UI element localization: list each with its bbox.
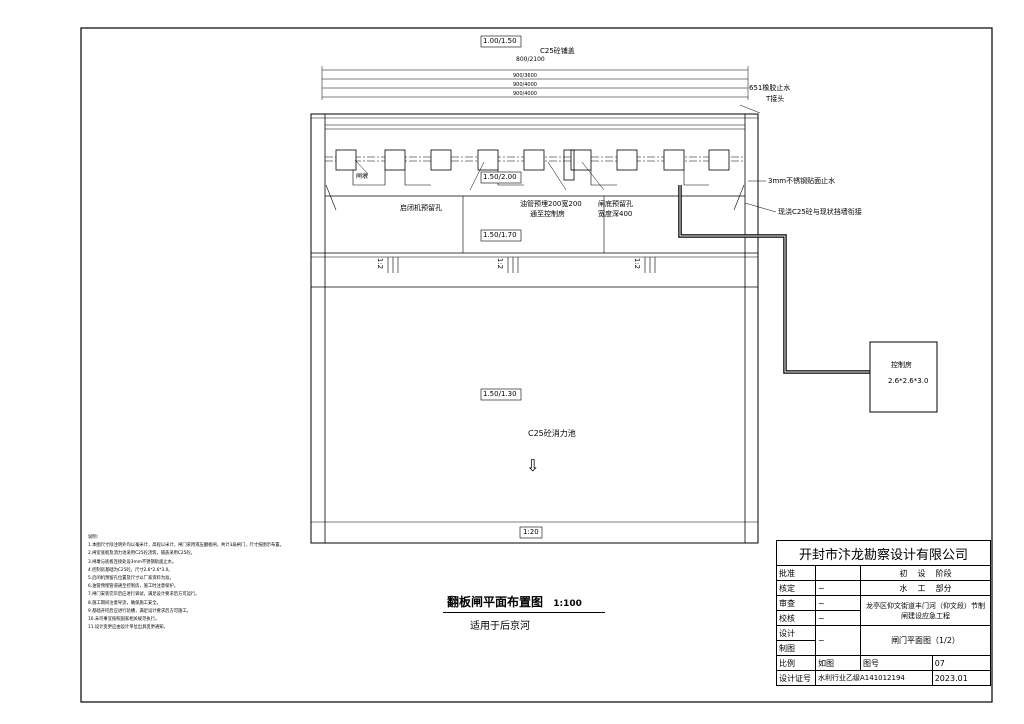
structure-outline [310,113,759,544]
note-line: 9.基础开挖后应进行验槽，满足设计要求后方可施工。 [88,608,191,614]
label-control-room-size: 2.6*2.6*3.0 [888,377,929,385]
dim-row2: 900/3600 [513,73,537,79]
note-line: 6.油管预埋管道通至控制房，施工时注意保护。 [88,584,179,590]
label-pier: 闸墩 [356,173,369,180]
label-control-room: 控制房 [891,361,912,369]
tb-draw: 制图 [776,640,816,656]
label-existing-wall: 现浇C25砼与现状挡墙衔接 [778,208,862,216]
tb-approve: 批准 [776,565,816,581]
label-stilling-basin: C25砼消力池 [528,429,576,438]
tb-fig-label: 图号 [860,655,933,671]
title-underline [443,612,605,613]
label-hoist-hole: 启闭机预留孔 [400,204,442,212]
scale-top: 1.00/1.50 [483,37,517,45]
gate-piers [335,149,730,181]
drawing-subtitle: 适用于后京河 [470,621,530,632]
tb-ratio-value: 如图 [815,655,861,671]
label-cover: C25砼铺盖 [540,47,575,55]
tb-cert: 水利行业乙级A141012194 [815,670,933,686]
tb-cert-label: 设计证号 [776,670,816,686]
tb-project: 龙亭区仰文街道丰门河（仰文段）节制闸建设应急工程 [860,595,991,626]
tb-design: 设计 [776,625,816,641]
label-embedded-pipe: 油管预埋200宽200 [520,200,582,208]
scale-gate-lower: 1.50/1.70 [483,231,517,239]
tb-part-3: 部分 [935,583,952,593]
note-line: 说明: [88,535,99,540]
leader-lines [354,104,777,213]
control-room-box [869,341,938,413]
drawing-title-main: 翻板闸平面布置图 [447,595,544,609]
design-notes: 说明: 1.本图尺寸除注明外均以毫米计，高程以米计，闸门采用液压翻板闸，共计3扇… [88,534,388,632]
note-line: 4.控制房基础为C25砼，尺寸2.6*2.6*3.0。 [88,567,173,573]
tb-ratio: 比例 [776,655,816,671]
tb-stage-1: 初 [899,568,908,578]
tb-check: 核定 [776,580,816,596]
note-line: 8.施工期间注意导流，确保施工安全。 [88,600,161,606]
flow-arrow-icon: ⇩ [526,456,540,475]
title-block: 开封市汴龙勘察设计有限公司 批准 初 设 阶段 核定 ~ 水 工 部分 审查 ~… [776,540,992,686]
tb-review: 审查 [776,595,816,611]
tb-part-2: 工 [917,583,926,593]
note-line: 2.闸室底板及消力池采用C25砼浇筑，铺盖采用C25砼。 [88,551,195,557]
label-ss-waterstop: 3mm不锈钢贴面止水 [768,177,836,185]
sheet-border [80,27,993,703]
dim-row1: 800/2100 [516,56,545,63]
tb-part: 水 工 部分 [860,580,991,596]
scale-basin: 1.50/1.30 [483,390,517,398]
note-line: 11.设计变更应由设计单位出具变更通知。 [88,625,168,631]
tb-part-1: 水 [899,583,908,593]
label-waterstop: 651橡胶止水 [749,84,791,92]
label-t-joint: T接头 [766,95,785,103]
label-slope-b: 1:2 [496,257,505,270]
label-slope-a: 1:2 [376,257,385,270]
tb-drawing-name: 闸门平面图（1/2） [860,625,991,656]
company-name: 开封市汴龙勘察设计有限公司 [776,540,991,566]
tb-stage: 初 设 阶段 [860,565,991,581]
note-line: 7.闸门安装完毕后应进行调试，满足设计要求后方可运行。 [88,592,200,598]
label-slot: 闸底预留孔 [598,200,633,208]
note-line: 10.未尽事宜按照国家相关规范执行。 [88,617,160,623]
label-slope-c: 1:2 [633,257,642,270]
label-embedded-pipe-sub: 通至控制房 [530,210,565,218]
tb-fig-no: 07 [931,655,992,671]
drawing-title: 翻板闸平面布置图 1:100 [447,596,582,609]
slope-marks [387,257,656,273]
note-line: 1.本图尺寸除注明外均以毫米计，高程以米计，闸门采用液压翻板闸，共计3扇闸门，尺… [88,543,284,549]
drawing-title-scale: 1:100 [553,599,582,609]
dim-row4: 900/4000 [513,91,537,97]
dim-row3: 900/4000 [513,82,537,88]
scale-bottom: 1:20 [523,528,539,536]
tb-stage-2: 设 [917,568,926,578]
note-line: 5.启闭机预留孔位置及尺寸以厂家资料为准。 [88,576,174,582]
tb-date: 2023.01 [931,670,992,686]
tb-stage-3: 阶段 [935,568,952,578]
tb-proof: 校核 [776,610,816,626]
label-slot-sub: 宽度深400 [598,210,633,218]
dimension-lines [321,66,749,100]
note-line: 3.闸墩与底板连接处设3mm不锈钢贴面止水。 [88,559,177,565]
scale-gate-mid: 1.50/2.00 [483,173,517,181]
